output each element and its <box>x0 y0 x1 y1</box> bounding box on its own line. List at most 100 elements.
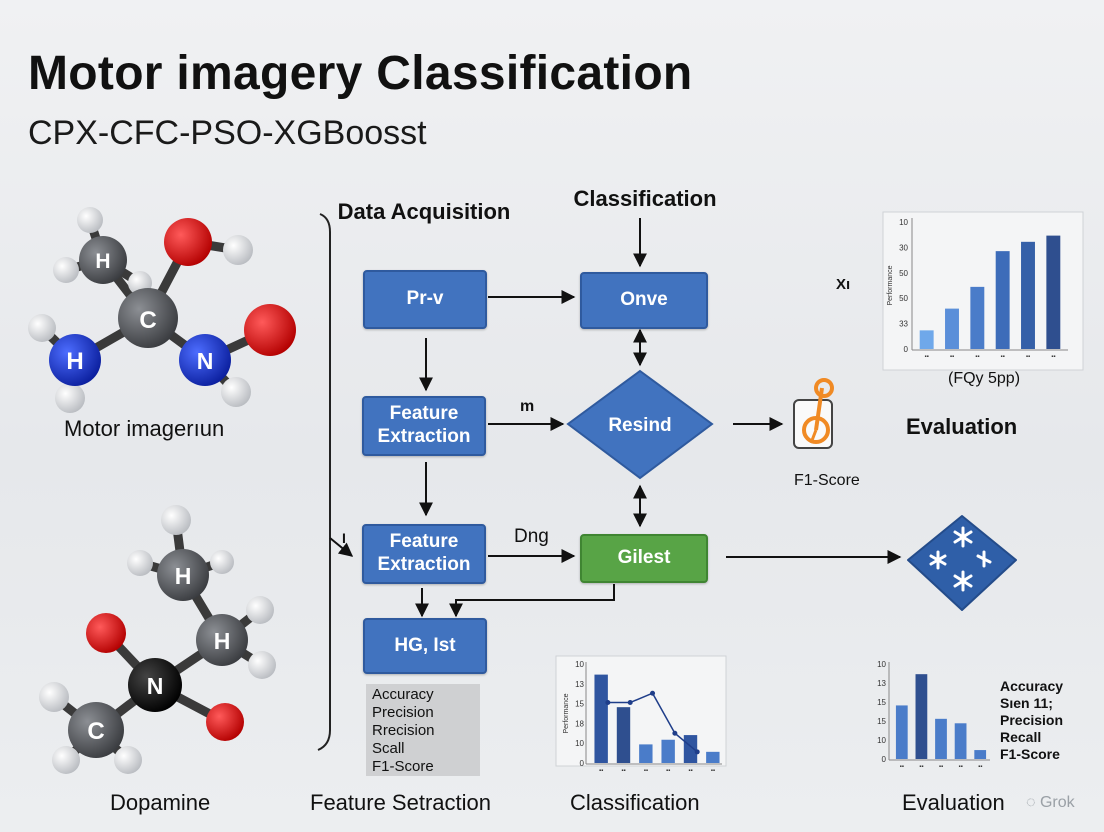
chart-tick-label: 33 <box>899 320 908 329</box>
eval-metric-item: Accuracy <box>1000 678 1064 694</box>
classification-top-label: Classification <box>573 186 717 211</box>
chart-tick-label: ▪▪ <box>950 354 954 360</box>
metric-item: Precision <box>372 704 434 721</box>
metric-item: Accuracy <box>372 686 434 703</box>
chart-tick-label: 15 <box>575 700 584 709</box>
chart-ylabel: Performance <box>887 265 894 305</box>
chart-tick-label: ▪▪ <box>900 764 904 770</box>
chart-tick-label: ▪▪ <box>925 354 929 360</box>
chart-bar <box>683 735 698 763</box>
metric-item: Scall <box>372 740 405 757</box>
chart-tick-label: 10 <box>575 739 584 748</box>
chart-tick-label: ▪▪ <box>978 764 982 770</box>
pre-box[interactable]: Pr-v <box>363 270 487 329</box>
chart-tick-label: ▪▪ <box>599 768 603 774</box>
chart-tick-label: 10 <box>877 736 886 745</box>
atom-label: H <box>66 348 83 375</box>
chart-bar <box>706 751 720 763</box>
page-title: Motor imagery Classification <box>28 47 693 100</box>
chart-tick-label: 15 <box>877 717 886 726</box>
bottom-label-evaluation: Evaluation <box>902 790 1005 815</box>
data-acquisition-label: Data Acquisition <box>337 199 511 224</box>
chart-tick-label: 0 <box>580 759 585 768</box>
chart-bar <box>945 308 959 349</box>
feature-extraction-box-1[interactable]: Feature Extraction <box>362 396 486 456</box>
chart-tick-label: ▪▪ <box>621 768 625 774</box>
chart-bar <box>1021 241 1035 349</box>
atom-label: C <box>139 307 156 334</box>
chart-tick-label: 15 <box>877 698 886 707</box>
chart-point <box>627 700 633 706</box>
chart-tick-label: ▪▪ <box>919 764 923 770</box>
chart1-xlabel: (FQy 5pp) <box>948 370 1021 387</box>
chart-bar <box>594 674 608 763</box>
chart-bar <box>970 286 985 349</box>
snowflake-diamond <box>907 515 1017 611</box>
molecule-top: H C H N <box>28 207 296 413</box>
bottom-label-feature: Feature Setraction <box>310 790 491 815</box>
bottom-label-classification: Classification <box>570 790 700 815</box>
flow-arrow <box>329 537 354 557</box>
m-label: m <box>520 398 535 415</box>
eval-metric-item: Recall <box>1000 729 1042 745</box>
metrics-list: Accuracy Precision Rrecision Scall F1-Sc… <box>366 684 480 776</box>
atom-label: H <box>175 563 192 589</box>
chart-tick-label: ▪▪ <box>958 764 962 770</box>
chart-bar <box>995 251 1010 349</box>
target-icon <box>793 378 834 449</box>
hg-box[interactable]: HG, Ist <box>363 618 487 674</box>
chart-bar <box>616 707 631 763</box>
one-box[interactable]: Onve <box>580 272 708 329</box>
chart-tick-label: 13 <box>877 679 886 688</box>
chart-tick-label: ▪▪ <box>1001 354 1005 360</box>
chart-tick-label: 0 <box>904 345 909 354</box>
chart-bar <box>1046 235 1061 349</box>
atom-label: H <box>95 250 110 273</box>
chart-tick-label: 10 <box>877 660 886 669</box>
section-bracket <box>317 213 331 751</box>
chart-bar <box>915 674 928 759</box>
metric-item: Rrecision <box>372 722 435 739</box>
chart-bar <box>974 750 987 759</box>
feature-extraction-box-2[interactable]: Feature Extraction <box>362 524 486 584</box>
f1-score-label: F1-Score <box>794 472 860 489</box>
chart-tick-label: 10 <box>899 218 908 227</box>
chart-tick-label: 30 <box>899 243 908 252</box>
chart-tick-label: 50 <box>899 294 908 303</box>
chart-tick-label: 0 <box>882 755 887 764</box>
chart-tick-label: 50 <box>899 269 908 278</box>
chart-tick-label: ▪▪ <box>1026 354 1030 360</box>
eval-metric-item: Precision <box>1000 712 1064 728</box>
snowflake-icon <box>929 526 992 592</box>
xi-label: Xı <box>836 276 851 293</box>
chart-point <box>672 730 678 736</box>
chart-tick-label: 18 <box>575 719 584 728</box>
flow-arrow <box>449 584 615 618</box>
eval-metric-item: Sıen 11; <box>1000 695 1053 711</box>
molecule-bottom: H H N C <box>39 505 276 774</box>
chart-tick-label: 13 <box>575 680 584 689</box>
chart-bar <box>935 718 947 759</box>
watermark: ◌ Grok <box>1026 794 1075 811</box>
chart-bar <box>954 723 967 759</box>
chart-tick-label: ▪▪ <box>666 768 670 774</box>
gilest-box[interactable]: Gilest <box>580 534 708 583</box>
chart-bar <box>661 739 675 763</box>
chart-tick-label: ▪▪ <box>644 768 648 774</box>
chart-point <box>694 749 700 755</box>
chart-point <box>650 690 656 696</box>
chart-bar <box>639 744 653 763</box>
chart-point <box>605 700 611 706</box>
eval-metric-item: F1-Score <box>1000 746 1060 762</box>
chart-tick-label: ▪▪ <box>1051 354 1055 360</box>
atom-label: N <box>197 348 214 374</box>
bottom-label-dopamine: Dopamine <box>110 790 211 815</box>
molecule-top-label: Motor imagerıun <box>64 416 225 441</box>
dng-label: Dng <box>514 526 549 547</box>
atom-label: H <box>214 628 231 654</box>
atom-label: C <box>87 718 104 745</box>
